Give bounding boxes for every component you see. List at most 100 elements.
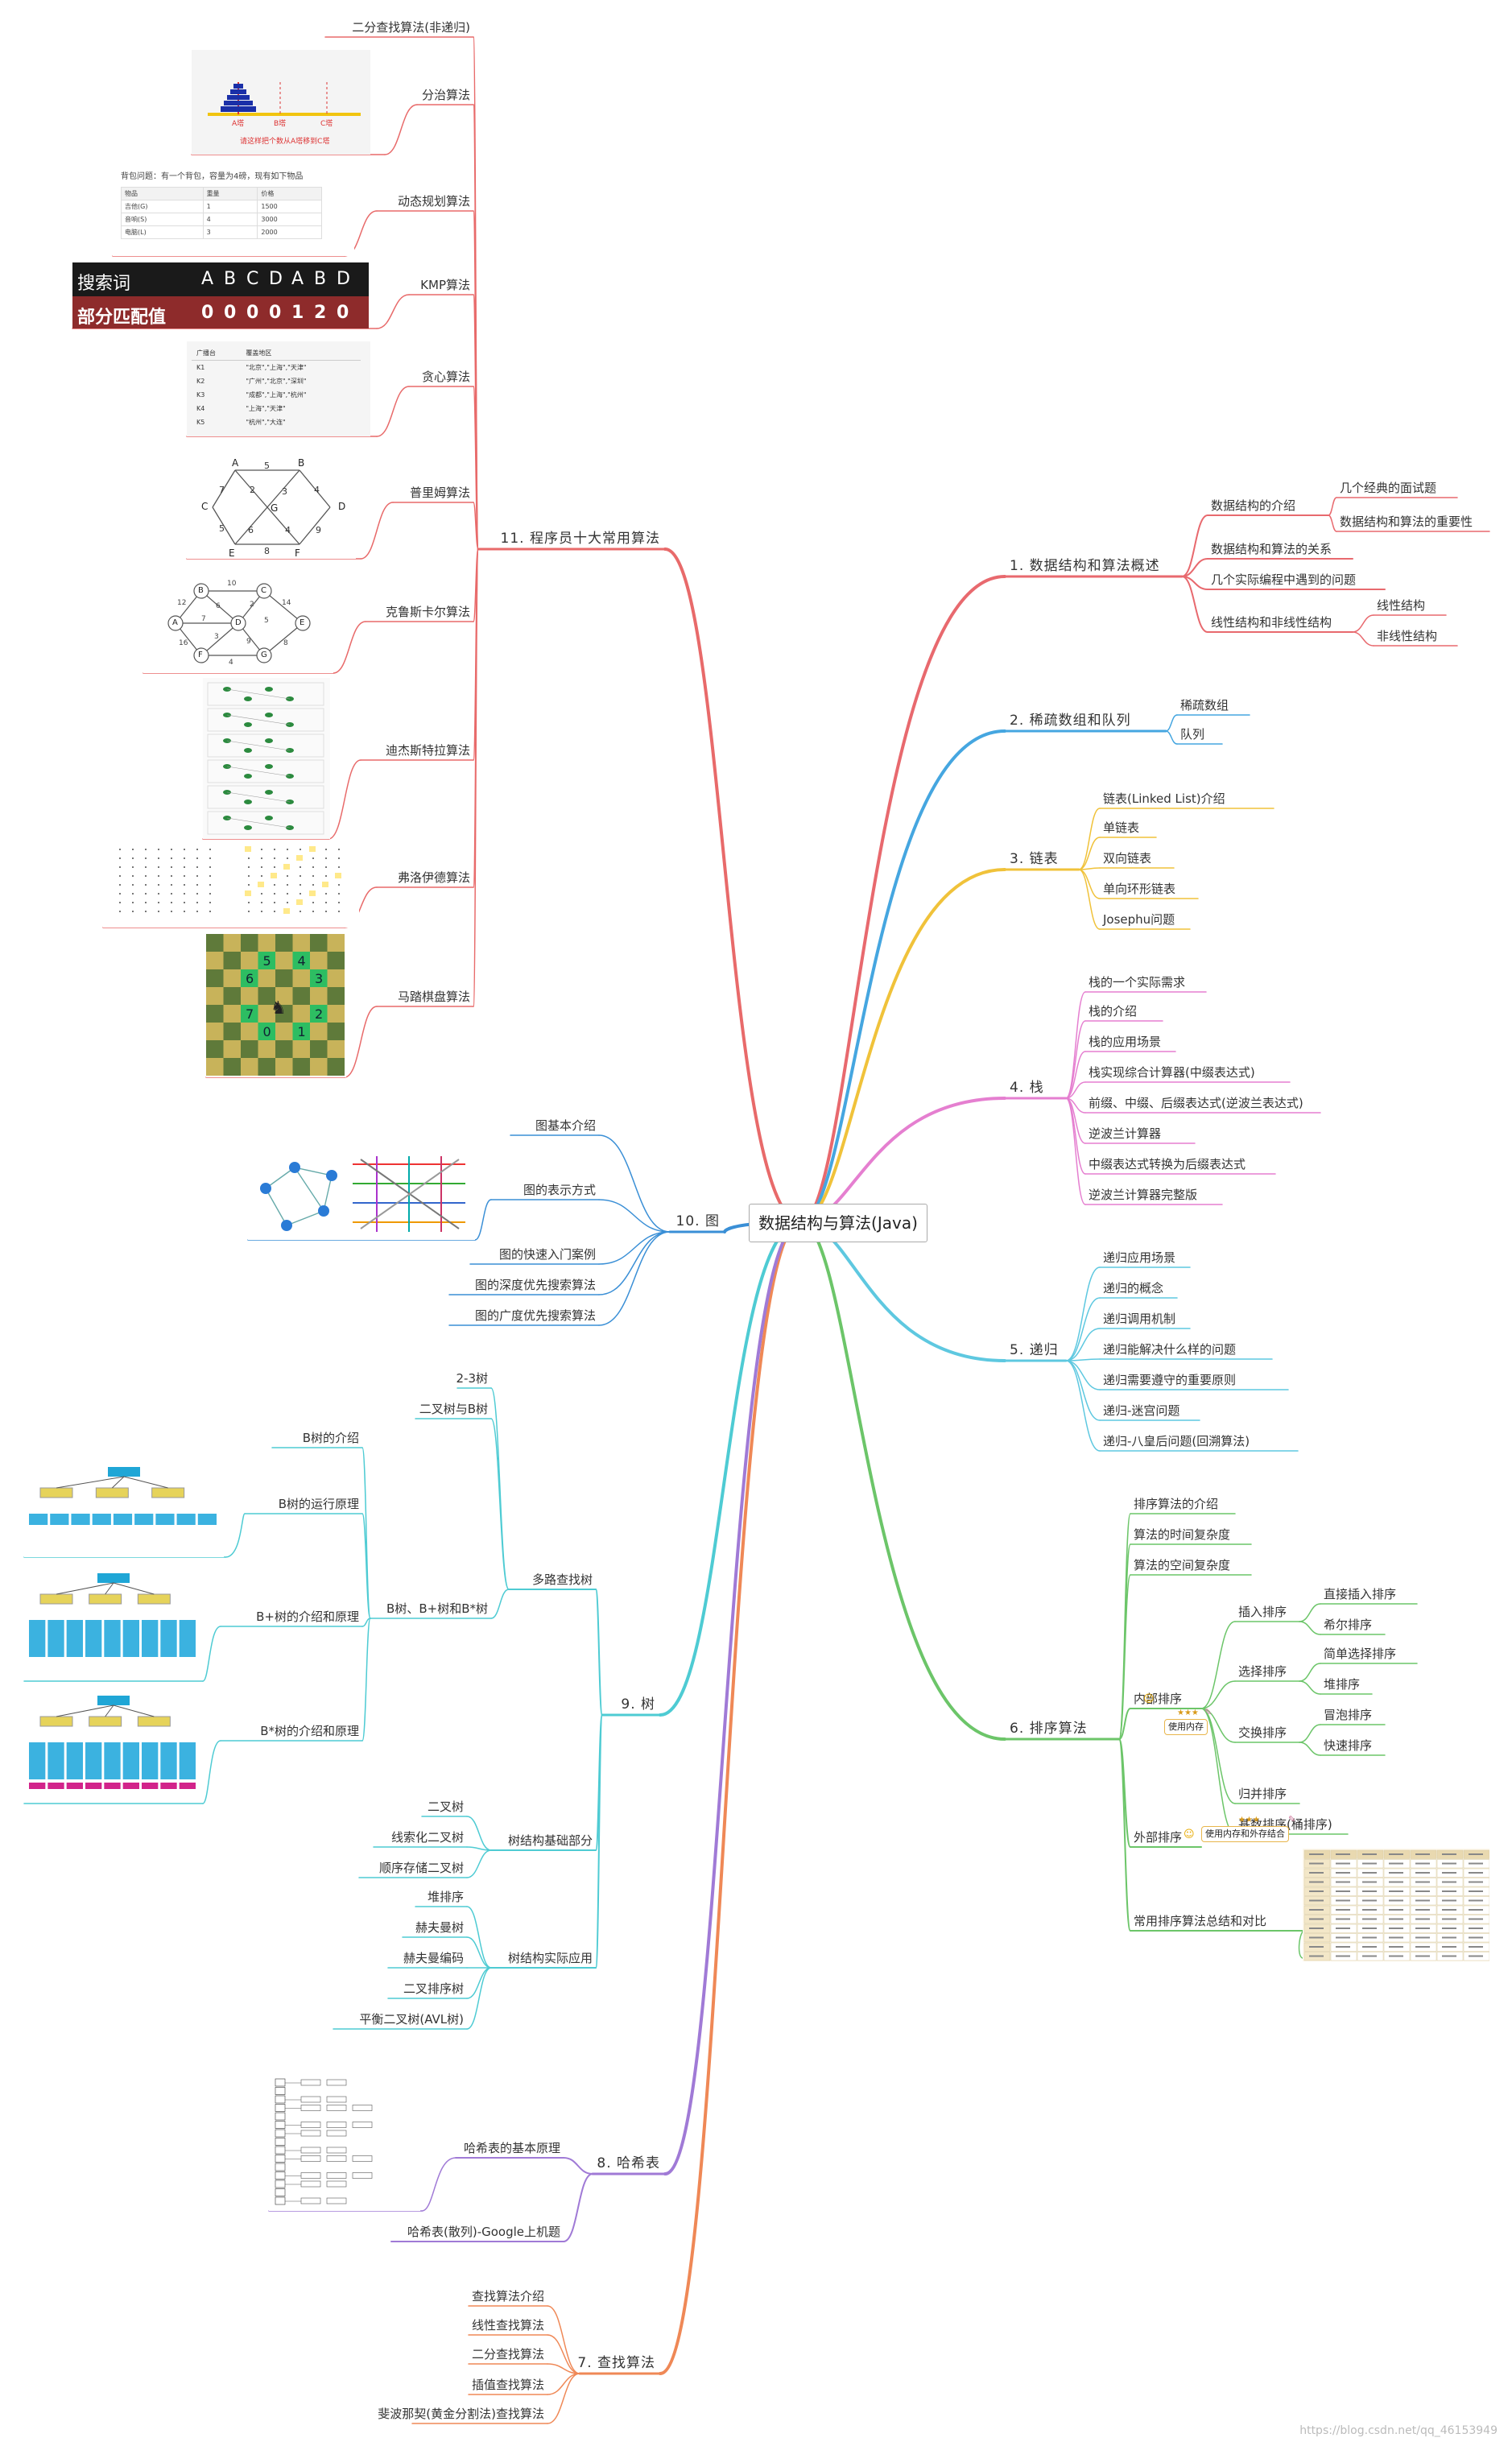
node-recursion-6[interactable]: 递归-八皇后问题(回溯算法) (1103, 1434, 1250, 1448)
node-double-ll[interactable]: 双向链表 (1103, 851, 1152, 866)
node-stack-4[interactable]: 前缀、中缀、后缀表达式(逆波兰表达式) (1089, 1096, 1303, 1110)
node-recursion-4[interactable]: 递归需要遵守的重要原则 (1103, 1373, 1237, 1387)
node-tree-app-2[interactable]: 赫夫曼编码 (403, 1951, 464, 1965)
node-search-0[interactable]: 查找算法介绍 (471, 2289, 544, 2304)
node-recursion-3[interactable]: 递归能解决什么样的问题 (1103, 1342, 1237, 1357)
node-stack-5[interactable]: 逆波兰计算器 (1089, 1126, 1162, 1141)
node-algo-6[interactable]: 克鲁斯卡尔算法 (385, 605, 470, 619)
node-search-3[interactable]: 插值查找算法 (471, 2378, 544, 2392)
node-algo-9[interactable]: 马踏棋盘算法 (397, 990, 470, 1004)
node-sort-compare[interactable]: 常用排序算法总结和对比 (1134, 1914, 1267, 1928)
node-stack-3[interactable]: 栈实现综合计算器(中缀表达式) (1089, 1065, 1255, 1080)
node-direct-insert[interactable]: 直接插入排序 (1324, 1587, 1397, 1601)
node-tree-app-1[interactable]: 赫夫曼树 (415, 1920, 464, 1935)
topic-graph[interactable]: 10. 图 (675, 1213, 720, 1229)
topic-linked-list[interactable]: 3. 链表 (1010, 851, 1059, 867)
node-search-4[interactable]: 斐波那契(黄金分割法)查找算法 (378, 2407, 544, 2421)
node-google-problem[interactable]: 哈希表(散列)-Google上机题 (407, 2225, 560, 2239)
node-sparse-array[interactable]: 稀疏数组 (1180, 698, 1229, 713)
node-queue[interactable]: 队列 (1180, 727, 1205, 742)
smile-icon-2: ☺ (1184, 1828, 1195, 1841)
node-importance[interactable]: 数据结构和算法的重要性 (1340, 514, 1473, 529)
node-sort-intro[interactable]: 排序算法的介绍 (1134, 1497, 1219, 1511)
node-multiway-tree[interactable]: 多路查找树 (531, 1572, 593, 1587)
node-nonlinear[interactable]: 非线性结构 (1377, 629, 1438, 643)
node-recursion-5[interactable]: 递归-迷宫问题 (1103, 1403, 1180, 1418)
node-bstar-intro[interactable]: B*树的介绍和原理 (260, 1724, 359, 1738)
node-linear-nonlinear[interactable]: 线性结构和非线性结构 (1211, 615, 1332, 630)
node-algo-8[interactable]: 弗洛伊德算法 (397, 870, 470, 885)
topic-sparse-queue[interactable]: 2. 稀疏数组和队列 (1010, 713, 1131, 729)
node-graph-repr[interactable]: 图的表示方式 (523, 1183, 596, 1197)
node-binary-tree[interactable]: 二叉树 (427, 1799, 464, 1814)
node-recursion-0[interactable]: 递归应用场景 (1103, 1250, 1176, 1265)
node-graph-bfs[interactable]: 图的广度优先搜索算法 (474, 1308, 596, 1323)
node-tree-app-4[interactable]: 平衡二叉树(AVL树) (359, 2012, 464, 2027)
node-tree-app-3[interactable]: 二叉排序树 (403, 1981, 464, 1996)
node-hash-principle[interactable]: 哈希表的基本原理 (463, 2141, 560, 2155)
node-algo-7[interactable]: 迪杰斯特拉算法 (385, 743, 470, 758)
node-interview[interactable]: 几个经典的面试题 (1340, 481, 1437, 495)
node-ds-intro[interactable]: 数据结构的介绍 (1211, 498, 1296, 513)
node-tree-app-0[interactable]: 堆排序 (427, 1890, 464, 1904)
node-algo-1[interactable]: 分治算法 (421, 88, 470, 102)
node-recursion-1[interactable]: 递归的概念 (1103, 1281, 1164, 1295)
node-time-complexity[interactable]: 算法的时间复杂度 (1134, 1527, 1231, 1542)
node-shell-sort[interactable]: 希尔排序 (1324, 1618, 1373, 1632)
node-space-complexity[interactable]: 算法的空间复杂度 (1134, 1558, 1231, 1572)
node-threaded-tree[interactable]: 线索化二叉树 (390, 1830, 464, 1845)
node-stack-7[interactable]: 逆波兰计算器完整版 (1089, 1188, 1198, 1202)
node-external-sort[interactable]: 外部排序 (1134, 1830, 1183, 1845)
node-binary-b-tree[interactable]: 二叉树与B树 (419, 1402, 488, 1416)
node-relation[interactable]: 数据结构和算法的关系 (1211, 542, 1332, 556)
node-algo-3[interactable]: KMP算法 (420, 278, 470, 292)
node-tree-basics[interactable]: 树结构基础部分 (507, 1833, 593, 1848)
topic-hash[interactable]: 8. 哈希表 (597, 2155, 660, 2171)
node-graph-quick[interactable]: 图的快速入门案例 (498, 1247, 596, 1262)
node-insert-sort[interactable]: 插入排序 (1238, 1605, 1287, 1619)
node-bubble-sort[interactable]: 冒泡排序 (1324, 1708, 1373, 1722)
topic-ten-algorithms[interactable]: 11. 程序员十大常用算法 (500, 531, 660, 547)
node-select-sort[interactable]: 选择排序 (1238, 1664, 1287, 1679)
node-linear[interactable]: 线性结构 (1377, 598, 1426, 613)
node-bplus-intro[interactable]: B+树的介绍和原理 (256, 1609, 359, 1624)
node-ll-intro[interactable]: 链表(Linked List)介绍 (1103, 791, 1225, 806)
node-algo-0[interactable]: 二分查找算法(非递归) (352, 20, 470, 35)
node-btree-run[interactable]: B树的运行原理 (278, 1497, 359, 1511)
node-recursion-2[interactable]: 递归调用机制 (1103, 1312, 1176, 1326)
node-graph-intro[interactable]: 图基本介绍 (535, 1118, 596, 1133)
node-stack-0[interactable]: 栈的一个实际需求 (1089, 975, 1186, 990)
node-quick-sort[interactable]: 快速排序 (1324, 1738, 1373, 1753)
node-tree-apps[interactable]: 树结构实际应用 (507, 1951, 593, 1965)
node-single-ll[interactable]: 单链表 (1103, 820, 1140, 835)
node-stack-6[interactable]: 中缀表达式转换为后缀表达式 (1089, 1157, 1246, 1171)
node-search-2[interactable]: 二分查找算法 (471, 2347, 544, 2361)
node-heap-sort[interactable]: 堆排序 (1324, 1677, 1361, 1692)
root-topic[interactable]: 数据结构与算法(Java) (749, 1204, 927, 1242)
topic-overview[interactable]: 1. 数据结构和算法概述 (1010, 558, 1160, 574)
node-circular-ll[interactable]: 单向环形链表 (1103, 882, 1176, 896)
topic-stack[interactable]: 4. 栈 (1010, 1080, 1044, 1096)
node-stack-1[interactable]: 栈的介绍 (1089, 1004, 1138, 1019)
node-search-1[interactable]: 线性查找算法 (471, 2318, 544, 2333)
node-exchange-sort[interactable]: 交换排序 (1238, 1725, 1287, 1740)
node-algo-5[interactable]: 普里姆算法 (409, 486, 470, 500)
topic-search[interactable]: 7. 查找算法 (577, 2355, 655, 2371)
node-seq-tree[interactable]: 顺序存储二叉树 (378, 1861, 464, 1875)
topic-sorting[interactable]: 6. 排序算法 (1010, 1721, 1088, 1737)
node-internal-sort[interactable]: 内部排序 (1134, 1692, 1183, 1706)
node-josephu[interactable]: Josephu问题 (1103, 912, 1175, 927)
topic-recursion[interactable]: 5. 递归 (1010, 1342, 1059, 1358)
node-graph-dfs[interactable]: 图的深度优先搜索算法 (474, 1278, 596, 1292)
node-algo-2[interactable]: 动态规划算法 (397, 194, 470, 209)
node-algo-4[interactable]: 贪心算法 (421, 370, 470, 384)
node-merge-sort[interactable]: 归并排序 (1238, 1787, 1287, 1801)
node-stack-2[interactable]: 栈的应用场景 (1089, 1035, 1162, 1049)
topic-tree[interactable]: 9. 树 (621, 1696, 655, 1713)
node-simple-select[interactable]: 简单选择排序 (1324, 1647, 1397, 1661)
node-btree-intro[interactable]: B树的介绍 (302, 1431, 359, 1445)
node-23-tree[interactable]: 2-3树 (456, 1371, 489, 1386)
node-problems[interactable]: 几个实际编程中遇到的问题 (1211, 572, 1357, 587)
node-b-trees[interactable]: B树、B+树和B*树 (386, 1601, 488, 1616)
